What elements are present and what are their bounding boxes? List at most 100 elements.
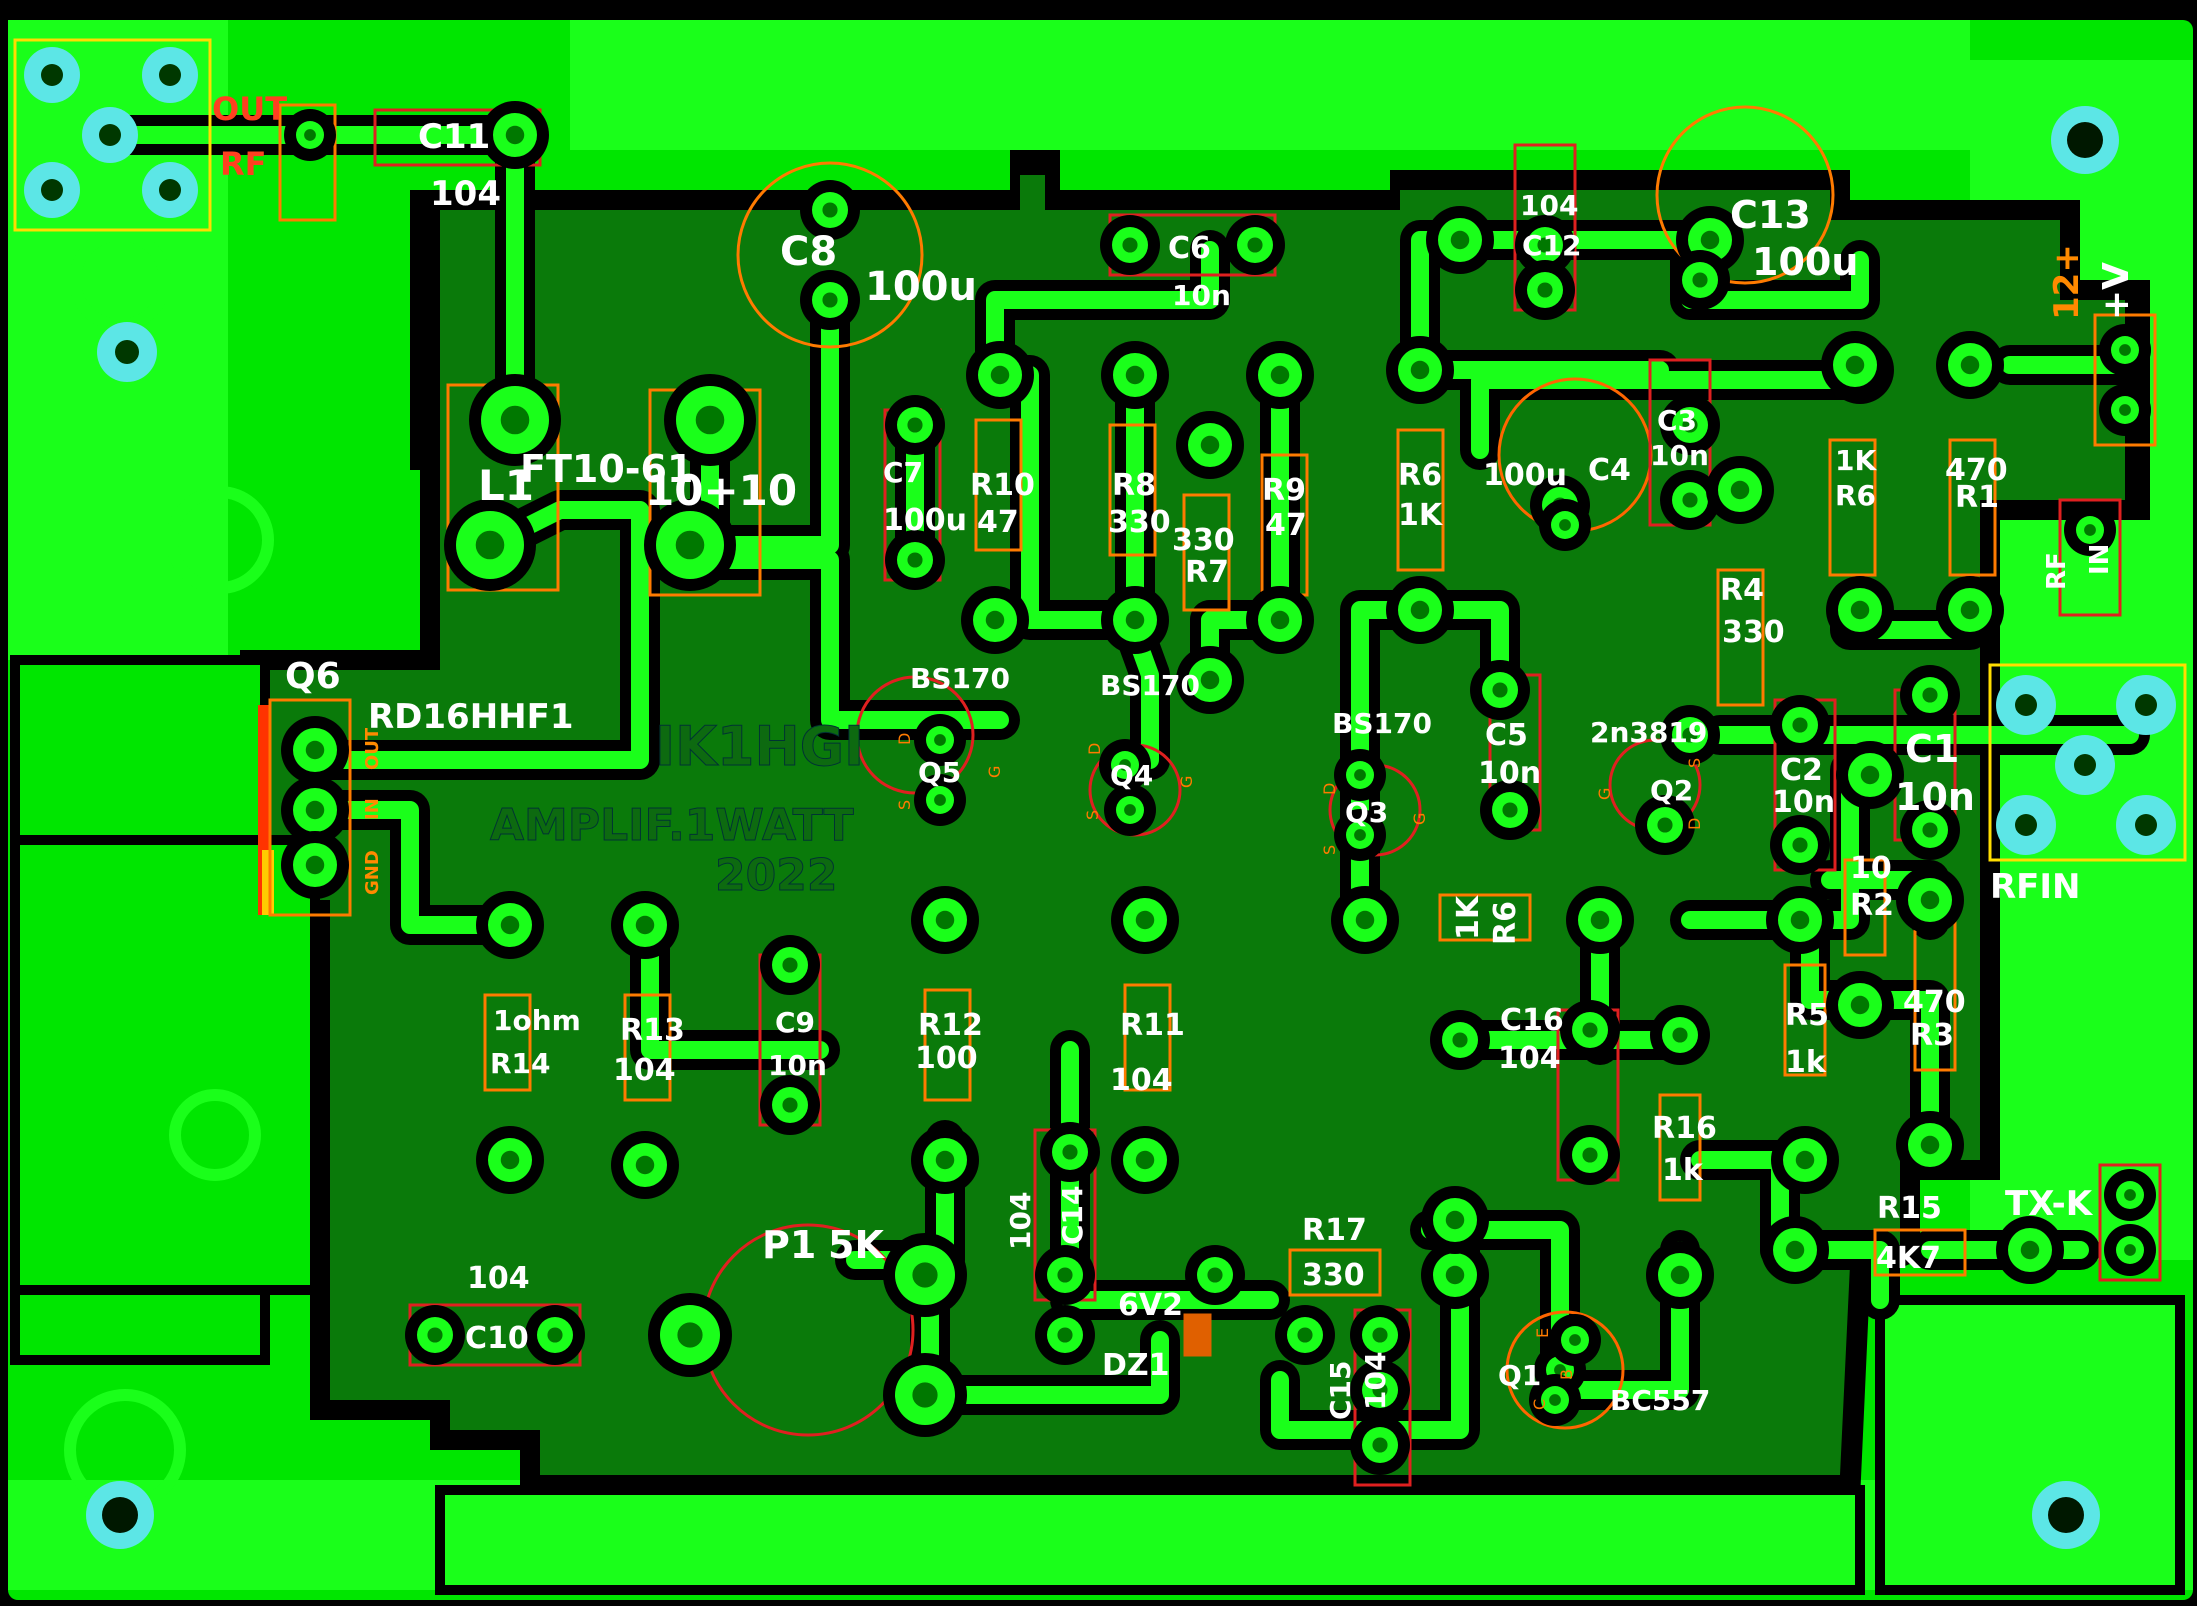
r11-value: 104	[1110, 1063, 1173, 1098]
c16-ref: C16	[1500, 1003, 1564, 1038]
r15-value: 4K7	[1876, 1241, 1941, 1276]
r16-ref: R16	[1652, 1111, 1717, 1146]
solder-pad	[914, 774, 966, 826]
c10-ref: C10	[465, 1321, 529, 1356]
solder-pad	[1100, 215, 1160, 275]
c15-value: 104	[1359, 1352, 1392, 1410]
solder-pad	[1660, 470, 1720, 530]
solder-pad	[760, 935, 820, 995]
c13-value: 100u	[1752, 240, 1858, 284]
r2-ref: R2	[1850, 888, 1894, 923]
solder-pad	[1650, 1005, 1710, 1065]
q6-ref: Q6	[285, 656, 341, 697]
solder-pad	[1350, 1415, 1410, 1475]
r3-value: 470	[1903, 985, 1966, 1020]
c3-ref: C3	[1657, 404, 1697, 437]
solder-pad	[1275, 1305, 1335, 1365]
dz1-value: 6V2	[1118, 1288, 1183, 1323]
solder-pad	[1566, 886, 1634, 954]
mount-hole-icon	[24, 162, 80, 218]
q6-outline	[268, 698, 352, 917]
solder-pad	[1515, 260, 1575, 320]
solder-pad	[281, 716, 349, 784]
r1-ref: R1	[1955, 480, 1999, 515]
solder-pad	[1646, 1241, 1714, 1309]
q3-pin-d: D	[1320, 783, 1339, 795]
r6b-value: 1K	[1835, 444, 1877, 477]
r12-ref: R12	[918, 1008, 983, 1043]
mount-hole-icon	[24, 47, 80, 103]
brand-year: 2022	[715, 850, 837, 901]
solder-pad	[1539, 499, 1591, 551]
solder-pad	[1101, 586, 1169, 654]
c14-ref: C14	[1056, 1185, 1089, 1245]
l1-value: FT10-61	[520, 447, 693, 491]
r5-ref: R5	[1785, 998, 1829, 1033]
mount-hole-icon	[142, 162, 198, 218]
solder-pad	[1836, 741, 1904, 809]
board-branding: IK1HGI AMPLIF.1WATT 2022	[490, 715, 865, 902]
q1-pin-c: C	[1530, 1399, 1549, 1410]
q2-pin-s: S	[1685, 758, 1704, 768]
c8-ref: C8	[780, 229, 837, 275]
r3-ref: R3	[1910, 1018, 1954, 1053]
solder-pad	[1900, 665, 1960, 725]
mount-hole-icon	[142, 47, 198, 103]
c14-value: 104	[1004, 1192, 1037, 1250]
c9-ref: C9	[775, 1006, 815, 1039]
q3-pin-g: G	[1410, 813, 1429, 825]
solder-pad	[1035, 1305, 1095, 1365]
c15-ref: C15	[1324, 1360, 1357, 1420]
r10-ref: R10	[970, 468, 1035, 503]
q1-pin-b: B	[1557, 1369, 1576, 1380]
mount-hole-icon	[86, 1481, 154, 1549]
solder-pad	[1225, 215, 1285, 275]
q2-value: 2n3819	[1590, 716, 1707, 749]
solder-pad	[481, 101, 549, 169]
component-labels: C11 104 C8 100u C6 10n 104 C12 C13 100u …	[285, 117, 2008, 1420]
r1-value: 470	[1945, 453, 2008, 488]
solder-pad	[1421, 1241, 1489, 1309]
solder-pad	[281, 831, 349, 899]
solder-pad	[1770, 695, 1830, 755]
r16-value: 1k	[1662, 1153, 1704, 1188]
solder-pad	[2104, 1224, 2156, 1276]
solder-pad	[2099, 324, 2151, 376]
q6-tab-marker-2	[262, 850, 274, 915]
rf-out-label-rf: RF	[220, 145, 267, 183]
solder-pad	[444, 499, 536, 591]
solder-pad	[281, 776, 349, 844]
solder-pad	[644, 499, 736, 591]
r5-value: 1k	[1785, 1045, 1827, 1080]
solder-pad	[914, 714, 966, 766]
solder-pad	[885, 395, 945, 455]
solder-pad	[476, 1126, 544, 1194]
mount-hole-icon	[2055, 735, 2115, 795]
rf-out-label-out: OUT	[212, 90, 287, 128]
solder-pad	[1549, 1314, 1601, 1366]
c12-ref: C12	[1522, 229, 1582, 262]
brand-callsign: IK1HGI	[655, 715, 864, 778]
q1-value: BC557	[1610, 1384, 1710, 1417]
r9-ref: R9	[1262, 473, 1306, 508]
solder-pad	[1111, 886, 1179, 954]
mount-hole-icon	[97, 322, 157, 382]
solder-pad	[1515, 215, 1575, 275]
q6-out-label: OUT	[362, 727, 383, 770]
mount-hole-icon	[2116, 675, 2176, 735]
solder-pad	[966, 341, 1034, 409]
c6-ref: C6	[1168, 231, 1211, 266]
solder-pad	[1936, 331, 2004, 399]
solder-pad	[525, 1305, 585, 1365]
r2-value: 10	[1850, 851, 1892, 886]
solder-pad	[611, 1131, 679, 1199]
r6b-ref: R6	[1835, 479, 1876, 512]
c6-value: 10n	[1172, 279, 1231, 312]
solder-pad	[911, 886, 979, 954]
solder-pad	[1331, 886, 1399, 954]
solder-pad	[1635, 795, 1695, 855]
solder-pad	[1421, 1186, 1489, 1254]
q2-ref: Q2	[1650, 774, 1693, 807]
solder-pad	[1706, 456, 1774, 524]
mount-hole-icon	[1996, 675, 2056, 735]
